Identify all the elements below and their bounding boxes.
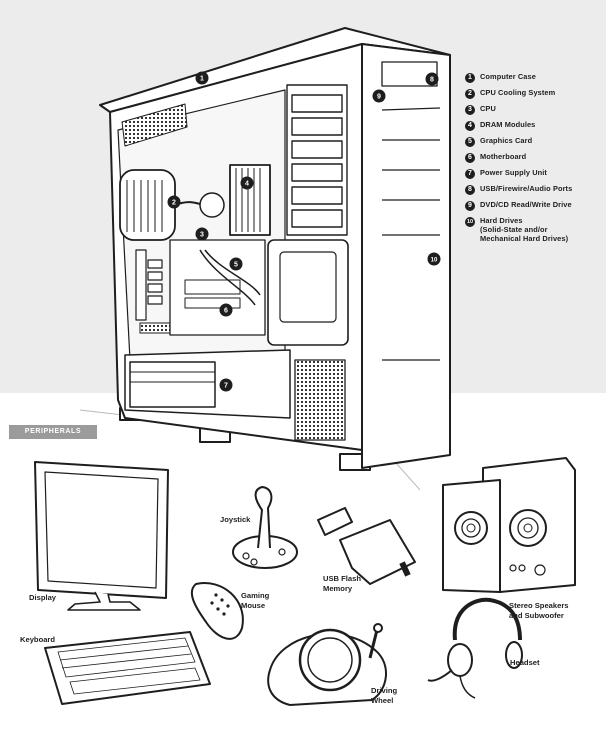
- legend-item: 1 Computer Case: [465, 72, 605, 83]
- legend-item: 4 DRAM Modules: [465, 120, 605, 131]
- callout-1: 1: [195, 71, 209, 85]
- driving-wheel-icon: [267, 623, 388, 706]
- legend-label: Graphics Card: [480, 136, 533, 145]
- legend-number-badge: 8: [465, 185, 475, 195]
- speakers-label: Stereo Speakers and Subwoofer: [509, 601, 569, 620]
- legend-label: Computer Case: [480, 72, 536, 81]
- svg-text:1: 1: [200, 76, 204, 83]
- joystick-icon: [232, 486, 298, 569]
- svg-text:3: 3: [200, 232, 204, 239]
- callout-2: 2: [167, 195, 181, 209]
- legend-label: DVD/CD Read/Write Drive: [480, 200, 572, 209]
- legend-label: Hard Drives (Solid-State and/or Mechanic…: [480, 216, 569, 243]
- speakers-icon: [442, 457, 576, 593]
- display-label: Display: [29, 593, 57, 602]
- svg-text:7: 7: [224, 383, 228, 390]
- legend-item: 8 USB/Firewire/Audio Ports: [465, 184, 605, 195]
- svg-text:9: 9: [377, 94, 381, 101]
- callout-3: 3: [195, 227, 209, 241]
- callout-7: 7: [219, 378, 233, 392]
- keyboard-label: Keyboard: [20, 635, 56, 644]
- legend-number-badge: 5: [465, 137, 475, 147]
- legend-number-badge: 7: [465, 169, 475, 179]
- legend-number-badge: 3: [465, 105, 475, 115]
- legend-item: 7 Power Supply Unit: [465, 168, 605, 179]
- callout-10: 10: [427, 252, 441, 266]
- legend-number-badge: 1: [465, 73, 475, 83]
- legend-label: USB/Firewire/Audio Ports: [480, 184, 573, 193]
- legend-number-badge: 2: [465, 89, 475, 99]
- svg-text:4: 4: [245, 181, 249, 188]
- keyboard-icon: [44, 631, 211, 705]
- legend-item: 10 Hard Drives (Solid-State and/or Mechan…: [465, 216, 605, 243]
- headset-label: Headset: [510, 658, 540, 667]
- legend-number-badge: 9: [465, 201, 475, 211]
- svg-text:5: 5: [234, 262, 238, 269]
- legend-item: 2 CPU Cooling System: [465, 88, 605, 99]
- headset-icon: [427, 597, 523, 699]
- legend-label: Power Supply Unit: [480, 168, 547, 177]
- legend-item: 3 CPU: [465, 104, 605, 115]
- legend-label: DRAM Modules: [480, 120, 536, 129]
- computer-case: [79, 27, 451, 491]
- legend-label: CPU Cooling System: [480, 88, 556, 97]
- usb-flash-label: USB Flash Memory: [323, 574, 361, 593]
- svg-text:8: 8: [430, 77, 434, 84]
- gaming-mouse-icon: [190, 582, 244, 640]
- gaming-mouse-label: Gaming Mouse: [241, 591, 270, 610]
- legend-item: 5 Graphics Card: [465, 136, 605, 147]
- legend-number-badge: 6: [465, 153, 475, 163]
- display-icon: [34, 461, 169, 611]
- peripherals-section-tag: PERIPHERALS: [9, 425, 97, 439]
- callout-9: 9: [372, 89, 386, 103]
- legend-label: CPU: [480, 104, 496, 113]
- callout-4: 4: [240, 176, 254, 190]
- svg-text:6: 6: [224, 308, 228, 315]
- legend-item: 6 Motherboard: [465, 152, 605, 163]
- callout-6: 6: [219, 303, 233, 317]
- joystick-label: Joystick: [220, 515, 251, 524]
- callout-5: 5: [229, 257, 243, 271]
- svg-text:10: 10: [431, 258, 438, 264]
- legend-number-badge: 10: [465, 217, 475, 227]
- legend-label: Motherboard: [480, 152, 527, 161]
- legend-item: 9 DVD/CD Read/Write Drive: [465, 200, 605, 211]
- parts-legend: 1 Computer Case 2 CPU Cooling System 3 CPU 4 DR…: [465, 72, 605, 248]
- usb-flash-icon: [317, 507, 416, 585]
- callout-8: 8: [425, 72, 439, 86]
- case-callouts: 1 2 3 4 5 6 7 8 9 10: [167, 71, 441, 392]
- legend-number-badge: 4: [465, 121, 475, 131]
- driving-wheel-label: Driving Wheel: [371, 686, 398, 705]
- svg-text:2: 2: [172, 200, 176, 207]
